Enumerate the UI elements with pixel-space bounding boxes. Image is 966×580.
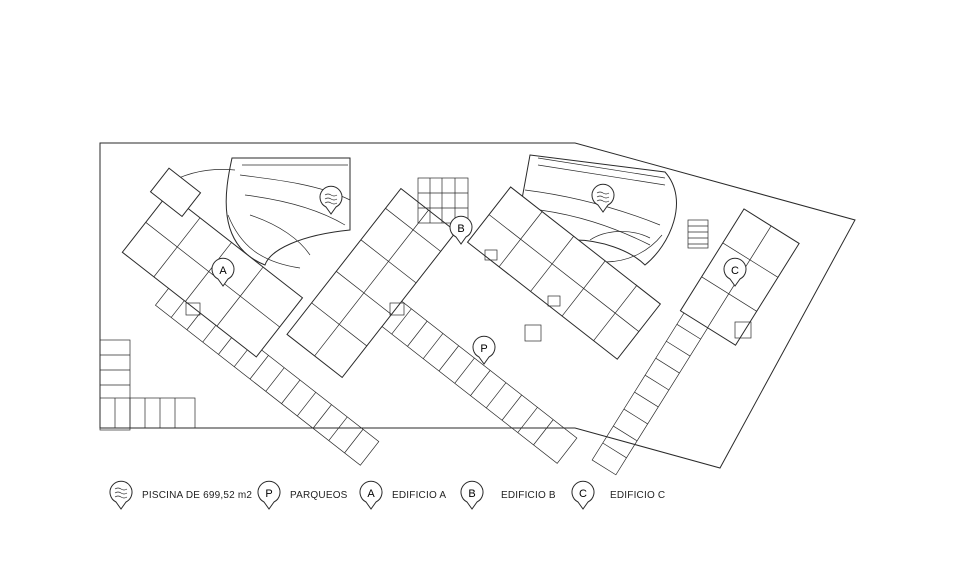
- legend-building-b: B EDIFICIO B: [459, 480, 556, 510]
- building-b-marker: B: [449, 215, 473, 245]
- parking-stalls-center: [375, 296, 578, 464]
- letter-b-icon: B: [460, 480, 484, 510]
- pool-right: [519, 154, 677, 266]
- legend-building-a: A EDIFICIO A: [358, 480, 447, 510]
- parking-stalls-left: [99, 339, 196, 431]
- svg-text:C: C: [579, 488, 587, 500]
- legend-pool-label: PISCINA DE 699,52 m2: [142, 489, 253, 501]
- svg-text:A: A: [219, 265, 227, 277]
- building-a-marker: A: [211, 257, 235, 287]
- legend-pool: PISCINA DE 699,52 m2: [108, 480, 253, 510]
- building-c-marker: C: [723, 257, 747, 287]
- legend-parking: P PARQUEOS: [256, 480, 348, 510]
- lounge-chairs: [227, 157, 666, 269]
- legend-building-c: C EDIFICIO C: [570, 480, 666, 510]
- parking-marker: P: [472, 335, 496, 365]
- building-b-center: [466, 186, 662, 360]
- building-b-left: [286, 187, 457, 379]
- svg-text:C: C: [731, 265, 739, 277]
- pool-marker-left: [319, 185, 343, 215]
- letter-a-icon: A: [359, 480, 383, 510]
- legend-building-c-label: EDIFICIO C: [610, 489, 666, 501]
- svg-text:B: B: [468, 488, 475, 500]
- svg-text:P: P: [480, 343, 487, 355]
- pool-icon: [109, 480, 133, 510]
- legend-parking-label: PARQUEOS: [290, 489, 348, 501]
- pool-marker-right: [591, 183, 615, 213]
- svg-text:A: A: [367, 488, 375, 500]
- building-a: [121, 167, 304, 358]
- svg-text:P: P: [265, 488, 272, 500]
- building-b-pergola: [417, 177, 469, 224]
- legend-building-a-label: EDIFICIO A: [392, 489, 447, 501]
- legend-building-b-label: EDIFICIO B: [501, 489, 556, 501]
- parking-stalls-diagonal: [154, 281, 380, 466]
- building-c-stair: [687, 219, 709, 249]
- letter-c-icon: C: [571, 480, 595, 510]
- parking-icon: P: [257, 480, 281, 510]
- svg-text:B: B: [457, 223, 464, 235]
